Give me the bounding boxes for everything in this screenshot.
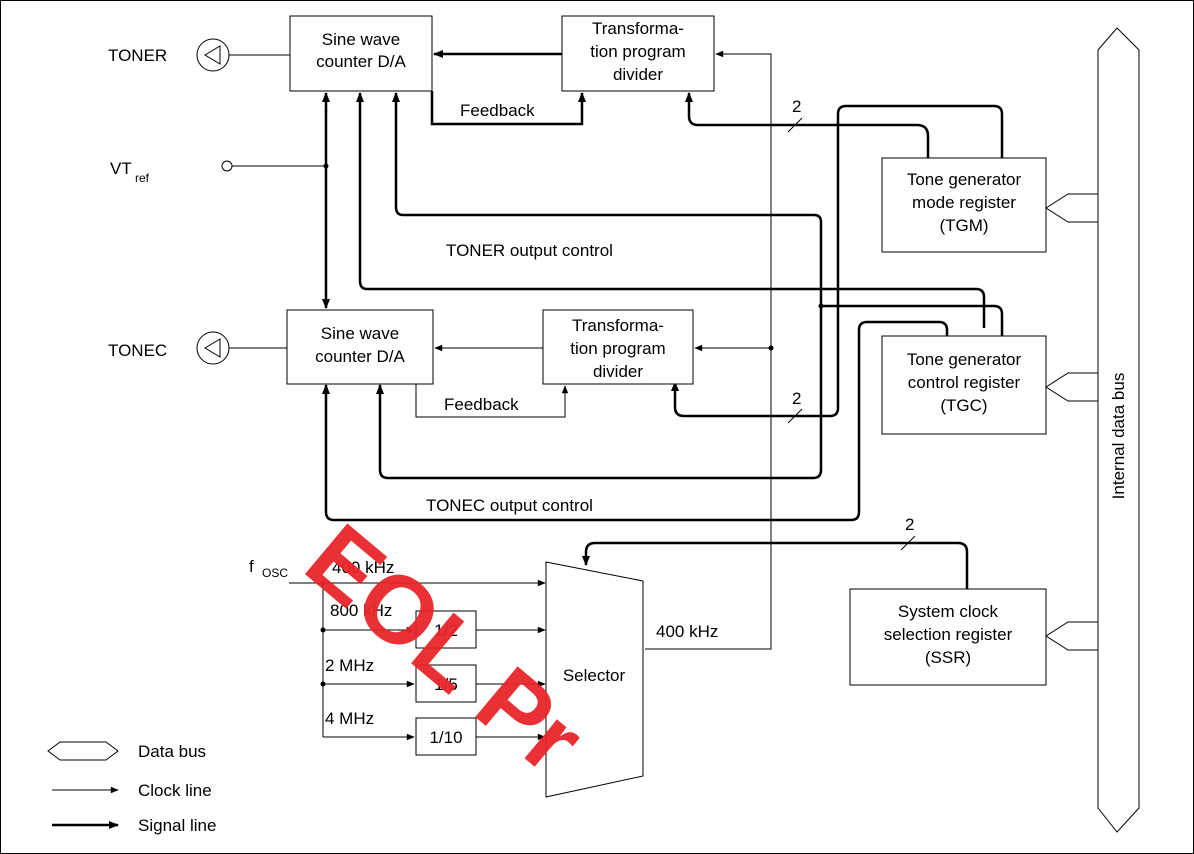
vt-sub-label: ref (135, 171, 150, 185)
tonec-output-control-label: TONEC output control (426, 496, 593, 515)
legend-clock-line-label: Clock line (138, 781, 212, 800)
bottom-dac-line1: Sine wave (321, 324, 399, 343)
selector-mux (545, 561, 644, 798)
tgc-width-label: 2 (792, 389, 801, 408)
tonec-pin: TONEC (108, 331, 230, 365)
legend: Data bus Clock line Signal line (47, 741, 216, 835)
bottom-feedback-label: Feedback (444, 395, 519, 414)
fosc-label: f (249, 557, 254, 576)
vt-label: VT (110, 159, 132, 178)
tonec-label: TONEC (108, 341, 167, 360)
internal-data-bus (1097, 27, 1140, 833)
toner-output-icon (196, 38, 230, 72)
tgm-line3: (TGM) (939, 216, 988, 235)
toner-triangle-icon (204, 45, 221, 65)
toner-output-control-label: TONER output control (446, 241, 613, 260)
legend-data-bus-icon (47, 741, 119, 761)
tgm-bus-connector (1045, 193, 1099, 223)
toner-label: TONER (108, 46, 167, 65)
divider-1-2 (415, 610, 477, 649)
ssr-line1: System clock (898, 602, 999, 621)
top-dac-line2: counter D/A (316, 52, 406, 71)
top-feedback-label: Feedback (460, 101, 535, 120)
divider-1-10-label: 1/10 (429, 728, 462, 747)
ssr-bus-connector (1045, 621, 1099, 651)
top-sine-wave-dac (289, 15, 433, 92)
divider-1-10 (415, 717, 477, 756)
tgc-line3: (TGC) (940, 396, 987, 415)
tgm-line1: Tone generator (907, 170, 1022, 189)
ssr-width-label: 2 (905, 515, 914, 534)
tgc-line1: Tone generator (907, 350, 1022, 369)
tgc-line2: control register (908, 373, 1021, 392)
top-div-line2: tion program (590, 42, 685, 61)
internal-data-bus-label: Internal data bus (1109, 373, 1128, 500)
freq-400khz-label: 400 kHz (332, 558, 394, 577)
vt-ref-terminal-icon (221, 160, 233, 172)
top-div-line1: Transforma- (592, 19, 684, 38)
ssr-line3: (SSR) (925, 648, 971, 667)
tgc-bus-connector (1045, 372, 1099, 402)
selector-output-label: 400 kHz (656, 622, 718, 641)
selector-label: Selector (563, 666, 626, 685)
freq-2mhz-label: 2 MHz (325, 656, 374, 675)
ssr-line2: selection register (884, 625, 1013, 644)
top-dac-line1: Sine wave (322, 30, 400, 49)
tonec-triangle-icon (204, 338, 221, 358)
legend-signal-line-label: Signal line (138, 816, 216, 835)
tgc-register (881, 335, 1047, 435)
bottom-sine-wave-dac (286, 309, 434, 385)
tonec-output-icon (196, 331, 230, 365)
bottom-transformation-divider (542, 309, 694, 385)
bottom-div-line2: tion program (570, 339, 665, 358)
fosc-sub-label: OSC (262, 566, 288, 580)
bottom-div-line1: Transforma- (572, 316, 664, 335)
divider-1-5-label: 1/5 (434, 675, 458, 694)
tgm-width-label: 2 (792, 97, 801, 116)
bottom-div-line3: divider (593, 362, 643, 381)
ssr-register (849, 588, 1047, 686)
bottom-dac-line2: counter D/A (315, 347, 405, 366)
tgm-register (881, 157, 1047, 253)
tgm-line2: mode register (912, 193, 1016, 212)
freq-4mhz-label: 4 MHz (325, 709, 374, 728)
freq-800khz-label: 800 kHz (330, 601, 392, 620)
legend-data-bus-label: Data bus (138, 742, 206, 761)
toner-pin: TONER (108, 38, 230, 72)
divider-1-2-label: 1/2 (434, 621, 458, 640)
top-div-line3: divider (613, 65, 663, 84)
